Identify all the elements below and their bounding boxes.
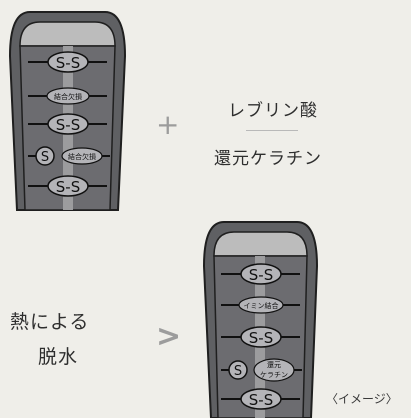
s-atom-badge [228,360,248,380]
ss-bond-label: S-S [56,54,80,72]
missing-bond-label: 結合欠損 [54,92,82,101]
s-atom-label: S [234,364,242,379]
reduced-keratin-badge [253,358,295,382]
s-atom-badge [35,146,55,166]
process-label-line2: 脱水 [38,346,79,368]
plus-icon: + [156,108,180,141]
ss-bond-row: S-S [221,326,300,348]
s-atom-label: S [41,150,49,165]
ss-bond-label: S-S [56,116,80,134]
hair-strand-after: S-S イミン結合 S-S S 還元 ケラチン S-S [202,221,319,418]
missing-bond-row: 結合欠損 [28,87,107,105]
ss-bond-label: S-S [249,329,273,347]
reagent-divider [246,130,298,131]
ss-bond-badge [240,388,282,410]
hair-strand-after-cap [213,231,308,257]
imine-bond-label: イミン結合 [244,301,279,310]
ss-bond-badge [47,175,89,197]
ss-bond-row: S-S [28,113,107,135]
process-label-line1: 熱による [10,311,90,333]
reduced-keratin-label-2: ケラチン [260,371,288,379]
reduced-keratin-row: S 還元 ケラチン [221,358,302,382]
ss-bond-badge [47,113,89,135]
reduced-keratin-label-1: 還元 [267,360,281,369]
imine-bond-row: イミン結合 [221,296,300,314]
ss-bond-badge [240,326,282,348]
image-caption: 〈イメージ〉 [326,392,398,406]
ss-bond-row: S-S [221,388,300,410]
ss-bond-badge [240,263,282,285]
ss-bond-row: S-S [221,263,300,285]
ss-bond-row: S-S [28,51,107,73]
reagent-reduced-keratin: 還元ケラチン [214,149,322,169]
missing-bond-label: 結合欠損 [68,152,96,161]
imine-bond-badge [238,296,284,314]
chevron-right-icon: > [156,319,182,354]
ss-bond-label: S-S [56,178,80,196]
ss-bond-row: S-S [28,175,107,197]
hair-strand-before-cap [19,21,116,47]
ss-bond-label: S-S [249,266,273,284]
hair-strand-before: S-S 結合欠損 S-S S 結合欠損 S-S [8,11,127,211]
ss-bond-label: S-S [249,391,273,409]
missing-bond-badge [46,87,90,105]
broken-bond-row: S 結合欠損 [28,146,110,166]
ss-bond-badge [47,51,89,73]
missing-bond-badge [61,147,103,165]
reagent-levulinic-acid: レブリン酸 [228,101,318,121]
